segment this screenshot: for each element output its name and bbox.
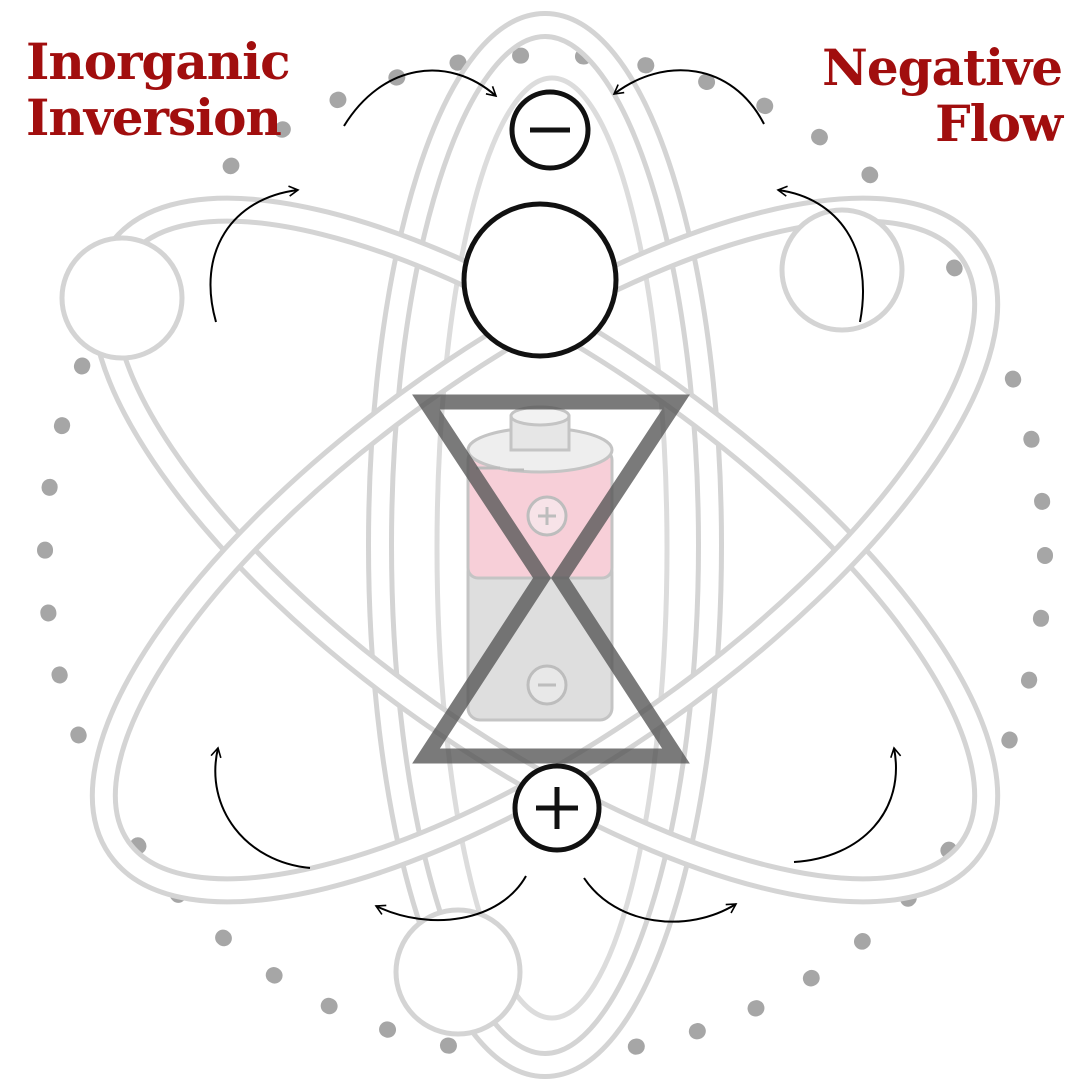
dotted-ring: [37, 47, 1053, 1063]
title-left-line2: Inversion: [26, 88, 282, 147]
curved-arrow-icon: [583, 877, 738, 923]
electron-left: [59, 235, 185, 361]
title-negative-flow: Negative Flow: [822, 38, 1063, 153]
curved-arrow-icon: [209, 185, 300, 323]
orbit-vertical: [366, 11, 724, 1079]
electron-right: [779, 207, 905, 333]
hourglass-icon: [412, 394, 690, 764]
curved-arrow-icon: [612, 69, 765, 125]
curved-arrow-icon: [793, 746, 902, 863]
curved-arrow-icon: [776, 185, 864, 323]
orbit-diagonal-b: [89, 195, 1001, 905]
title-right-line2: Flow: [935, 94, 1063, 153]
title-left-line1: Inorganic: [26, 32, 291, 91]
curved-arrow-icon: [210, 746, 311, 869]
title-right-line1: Negative: [822, 38, 1063, 97]
electron-bottom: [393, 907, 523, 1037]
electrons: [59, 207, 905, 1037]
title-inorganic-inversion: Inorganic Inversion: [26, 32, 291, 147]
plus-circle-icon: [512, 763, 602, 853]
curved-arrow-icon: [374, 875, 527, 922]
nucleus-outline: [461, 201, 619, 359]
minus-circle-icon: [509, 89, 591, 171]
curved-arrow-icon: [343, 69, 498, 127]
flow-arrows: [209, 69, 902, 923]
